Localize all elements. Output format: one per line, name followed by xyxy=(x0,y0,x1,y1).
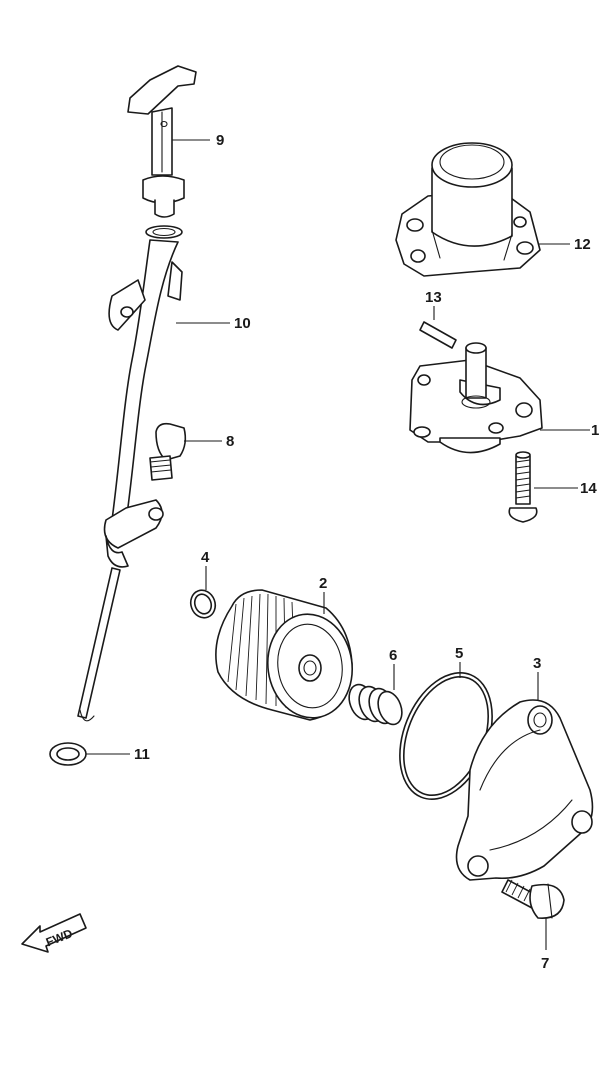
part-3-filter-cover[interactable] xyxy=(455,699,594,881)
callout-14: 14 xyxy=(580,480,597,497)
part-9-dipstick-handle[interactable] xyxy=(127,65,197,239)
part-1-oil-pump[interactable] xyxy=(409,342,543,454)
callout-10: 10 xyxy=(234,315,251,332)
callout-labels: 9 10 8 11 12 13 1 14 4 2 6 5 3 7 xyxy=(134,132,599,972)
callout-5: 5 xyxy=(455,645,463,662)
callout-9: 9 xyxy=(216,132,224,149)
callout-12: 12 xyxy=(574,236,591,253)
callout-3: 3 xyxy=(533,655,541,672)
part-6-spring[interactable] xyxy=(345,681,407,728)
callout-7: 7 xyxy=(541,955,549,972)
part-11-washer[interactable] xyxy=(49,742,87,766)
part-7-bolt[interactable] xyxy=(501,879,565,919)
part-2-oil-filter[interactable] xyxy=(215,589,359,723)
callout-8: 8 xyxy=(226,433,234,450)
leader-lines xyxy=(86,139,590,950)
callout-2: 2 xyxy=(319,575,327,592)
part-4-o-ring[interactable] xyxy=(187,587,219,622)
forward-arrow-icon: FWD xyxy=(21,913,87,953)
callout-4: 4 xyxy=(201,549,210,566)
part-13-pin[interactable] xyxy=(419,321,457,349)
part-8-breather-fitting[interactable] xyxy=(149,422,187,481)
callout-1: 1 xyxy=(591,422,599,439)
part-5-cover-o-ring[interactable] xyxy=(382,659,509,813)
callout-13: 13 xyxy=(425,289,442,306)
part-12-pump-cover[interactable] xyxy=(395,142,541,277)
callout-11: 11 xyxy=(134,746,150,763)
part-14-screw[interactable] xyxy=(508,451,538,523)
callout-6: 6 xyxy=(389,647,397,664)
part-10-dipstick-tube[interactable] xyxy=(77,239,183,722)
